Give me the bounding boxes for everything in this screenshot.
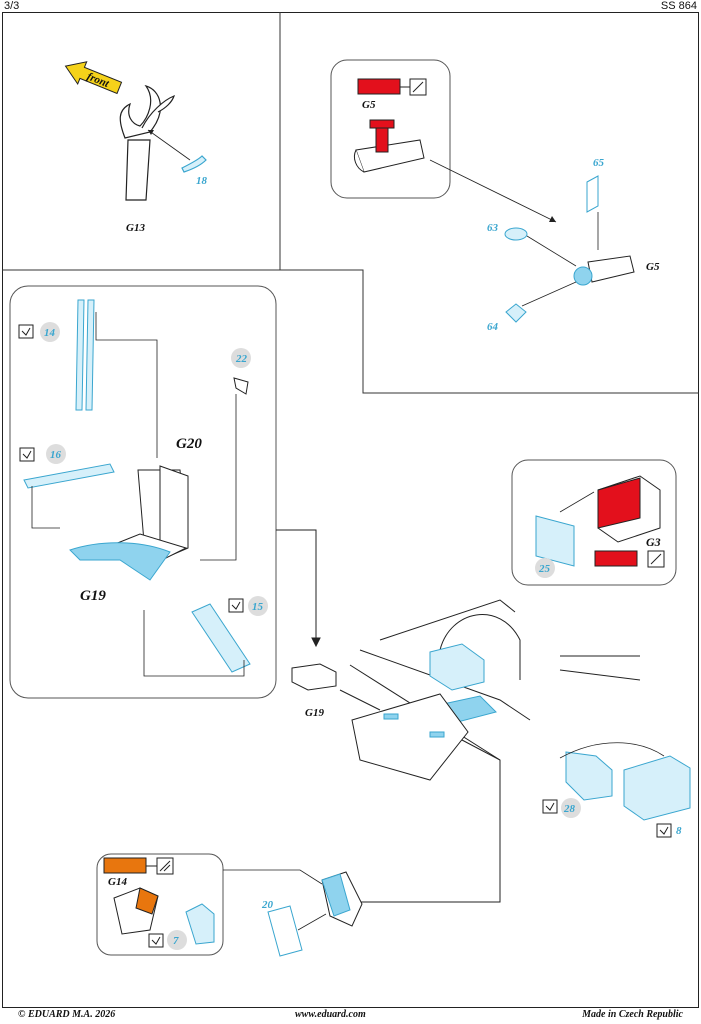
panel-g14: G14 7: [96, 853, 323, 956]
footer-copyright: © EDUARD M.A. 2026: [18, 1009, 116, 1020]
check-15: [228, 598, 244, 613]
label-g3: G3: [646, 535, 661, 549]
part-25-drawing: [535, 515, 575, 567]
seat-leaders: [31, 312, 245, 677]
footer-website[interactable]: www.eduard.com: [295, 1009, 366, 1020]
label-18: 18: [196, 175, 208, 187]
product-code: SS 864: [660, 0, 697, 12]
label-g20: G20: [176, 436, 202, 452]
check-8: [656, 823, 672, 838]
label-22: 22: [235, 353, 248, 365]
g5-callout-part: [353, 119, 425, 173]
panel-g13: front 18 G13: [64, 61, 208, 234]
label-g5: G5: [646, 261, 660, 273]
part-g5-drawing: [573, 255, 635, 286]
part-22-drawing: [233, 377, 249, 395]
harness-drawing: [69, 542, 171, 581]
part-16-drawing: [23, 463, 115, 489]
sheet-frame: [2, 12, 699, 1008]
part-15-drawing: [191, 603, 251, 673]
part-28-drawing: [565, 751, 613, 801]
label-28: 28: [563, 803, 576, 815]
g5-color-swatch: [357, 78, 401, 95]
g3-color-swatch: [594, 550, 638, 567]
part-64-drawing: [505, 303, 527, 323]
label-16: 16: [50, 449, 62, 461]
label-g19-cockpit: G19: [305, 707, 324, 719]
page-number: 3/3: [4, 0, 20, 12]
label-g19: G19: [80, 588, 106, 604]
part-18-drawing: [181, 155, 207, 173]
label-g5-callout: G5: [362, 99, 376, 111]
label-20: 20: [261, 899, 274, 911]
check-14: [18, 324, 34, 339]
part-20-group: 20: [261, 871, 363, 957]
label-8: 8: [676, 825, 682, 837]
footer-origin: Made in Czech Republic: [582, 1009, 683, 1020]
part-7-drawing: [185, 903, 215, 945]
label-15: 15: [252, 601, 264, 613]
label-25: 25: [538, 563, 551, 575]
part-g13-drawing: [119, 84, 175, 201]
front-arrow: front: [64, 61, 123, 95]
panel-cockpit: [276, 529, 641, 903]
divider-stepped: [2, 269, 699, 394]
part-20-drawing: [267, 905, 303, 957]
label-14: 14: [44, 327, 56, 339]
check-16: [19, 447, 35, 462]
panel-g3: G3 25: [511, 459, 677, 586]
part-14-drawing: [75, 299, 95, 411]
part-63-drawing: [504, 227, 528, 241]
g14-color-swatch: [103, 857, 147, 874]
panel-dividers: [2, 12, 699, 394]
panel-seat: 14 22 G20 16 G19 15: [9, 285, 277, 699]
leader-18: [147, 129, 191, 161]
panel-g5: G5 65 63 64 G5: [330, 59, 660, 333]
label-7: 7: [173, 935, 179, 947]
label-g14: G14: [108, 876, 127, 888]
part-8-drawing: [623, 755, 691, 821]
part-65-drawing: [586, 175, 599, 213]
label-65: 65: [593, 157, 605, 169]
label-64: 64: [487, 321, 499, 333]
label-g13: G13: [126, 222, 145, 234]
check-7: [148, 933, 164, 948]
parts-28-8: 28 8: [542, 742, 691, 838]
check-28: [542, 799, 558, 814]
label-63: 63: [487, 222, 499, 234]
